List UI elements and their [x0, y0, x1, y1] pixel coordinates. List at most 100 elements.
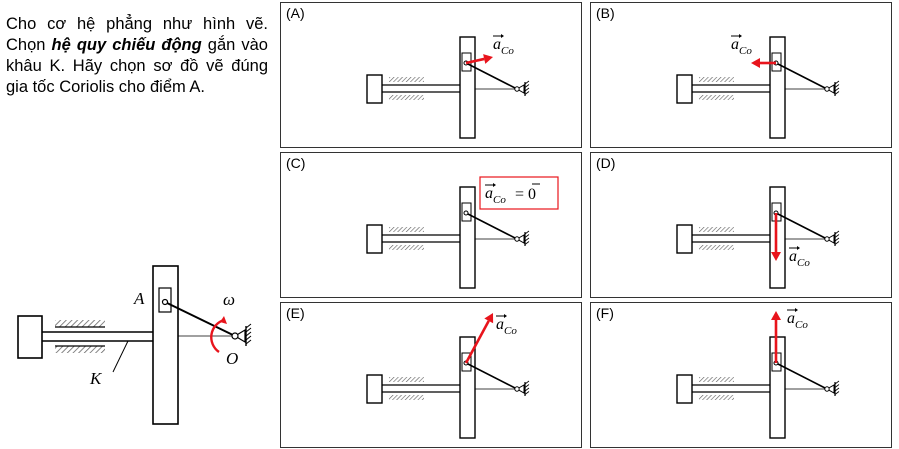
guide-hatch-bottom: [699, 95, 734, 100]
option-label: (F): [596, 305, 614, 321]
coriolis-letter: a: [485, 185, 493, 202]
ground-hatch: [834, 241, 840, 245]
ground-hatch: [834, 80, 840, 85]
ground-hatch: [524, 241, 530, 245]
ground-hatch: [524, 84, 530, 88]
point-a: [161, 298, 169, 306]
coriolis-subscript: Co: [504, 325, 517, 337]
crank: [775, 62, 828, 90]
guide-hatch-bottom: [699, 245, 734, 250]
label-o: O: [226, 349, 238, 368]
pivot: [825, 84, 835, 94]
end-block: [17, 315, 43, 359]
vertical-frame: [769, 36, 786, 139]
label-k: K: [89, 369, 103, 388]
option-label: (E): [286, 305, 305, 321]
ground-hatch: [834, 84, 840, 88]
end-block: [366, 224, 383, 254]
guide-hatch-top: [699, 77, 734, 82]
pivot: [515, 234, 525, 244]
pivot: [515, 384, 525, 394]
ground-hatch: [524, 230, 530, 235]
coriolis-letter: a: [787, 310, 795, 327]
coriolis-subscript: Co: [795, 319, 808, 331]
guide-hatch-top: [389, 377, 424, 382]
vector-head: [739, 34, 742, 38]
end-block: [366, 374, 383, 404]
guide-hatch-bottom: [699, 395, 734, 400]
ground-hatch: [524, 234, 530, 238]
ground-hatch: [524, 380, 530, 385]
ground-hatch: [524, 391, 530, 395]
coriolis-letter: a: [493, 36, 501, 53]
vector-head: [504, 314, 507, 318]
vertical-frame: [459, 36, 476, 139]
ground-hatch: [834, 230, 840, 235]
option-label: (A): [286, 5, 305, 21]
question-text: Cho cơ hệ phẳng như hình vẽ. Chọn hệ quy…: [6, 14, 268, 98]
coriolis-arrow: [465, 57, 485, 65]
ground-hatch: [834, 234, 840, 238]
vector-head: [797, 246, 800, 250]
ground-hatch: [834, 237, 840, 242]
end-block: [676, 74, 693, 104]
pivot-pin: [824, 386, 830, 392]
coriolis-subscript: Co: [501, 45, 514, 57]
crank: [465, 362, 518, 390]
coriolis-arrowhead: [771, 252, 781, 261]
pivot-pin: [824, 236, 830, 242]
vector-head: [493, 183, 496, 187]
label-omega: ω: [223, 290, 235, 309]
ground-hatch: [834, 380, 840, 385]
coriolis-arrowhead: [771, 311, 781, 320]
coriolis-subscript: Co: [797, 257, 810, 269]
point-a: [463, 210, 469, 216]
crank-ao: [164, 301, 236, 337]
pivot-pin: [514, 236, 520, 242]
pivot: [515, 84, 525, 94]
coriolis-letter: a: [731, 36, 739, 53]
end-block: [676, 374, 693, 404]
ground-hatch: [834, 387, 840, 392]
ground-hatch: [834, 87, 840, 92]
coriolis-subscript: Co: [739, 45, 752, 57]
coriolis-arrowhead: [483, 54, 493, 64]
k-leader: [112, 340, 129, 373]
coriolis-letter: a: [496, 316, 504, 333]
guide-hatch-bottom: [389, 395, 424, 400]
end-block: [366, 74, 383, 104]
vector-head: [501, 34, 504, 38]
guide-hatch-top: [699, 377, 734, 382]
guide-hatch-top: [389, 77, 424, 82]
crank: [775, 212, 828, 240]
coriolis-arrow: [464, 320, 490, 364]
ground-hatch: [524, 91, 530, 95]
question-emphasis: hệ quy chiếu động: [51, 36, 202, 54]
ground-hatch: [524, 387, 530, 392]
label-a: A: [133, 289, 145, 308]
vertical-frame: [459, 186, 476, 289]
ground-hatch: [834, 384, 840, 388]
ground-hatch: [524, 384, 530, 388]
zero-box: [479, 176, 559, 210]
option-label: (D): [596, 155, 616, 171]
pivot: [825, 384, 835, 394]
ground-hatch: [524, 87, 530, 92]
ground-hatch: [834, 391, 840, 395]
guide-hatch-bottom: [389, 245, 424, 250]
